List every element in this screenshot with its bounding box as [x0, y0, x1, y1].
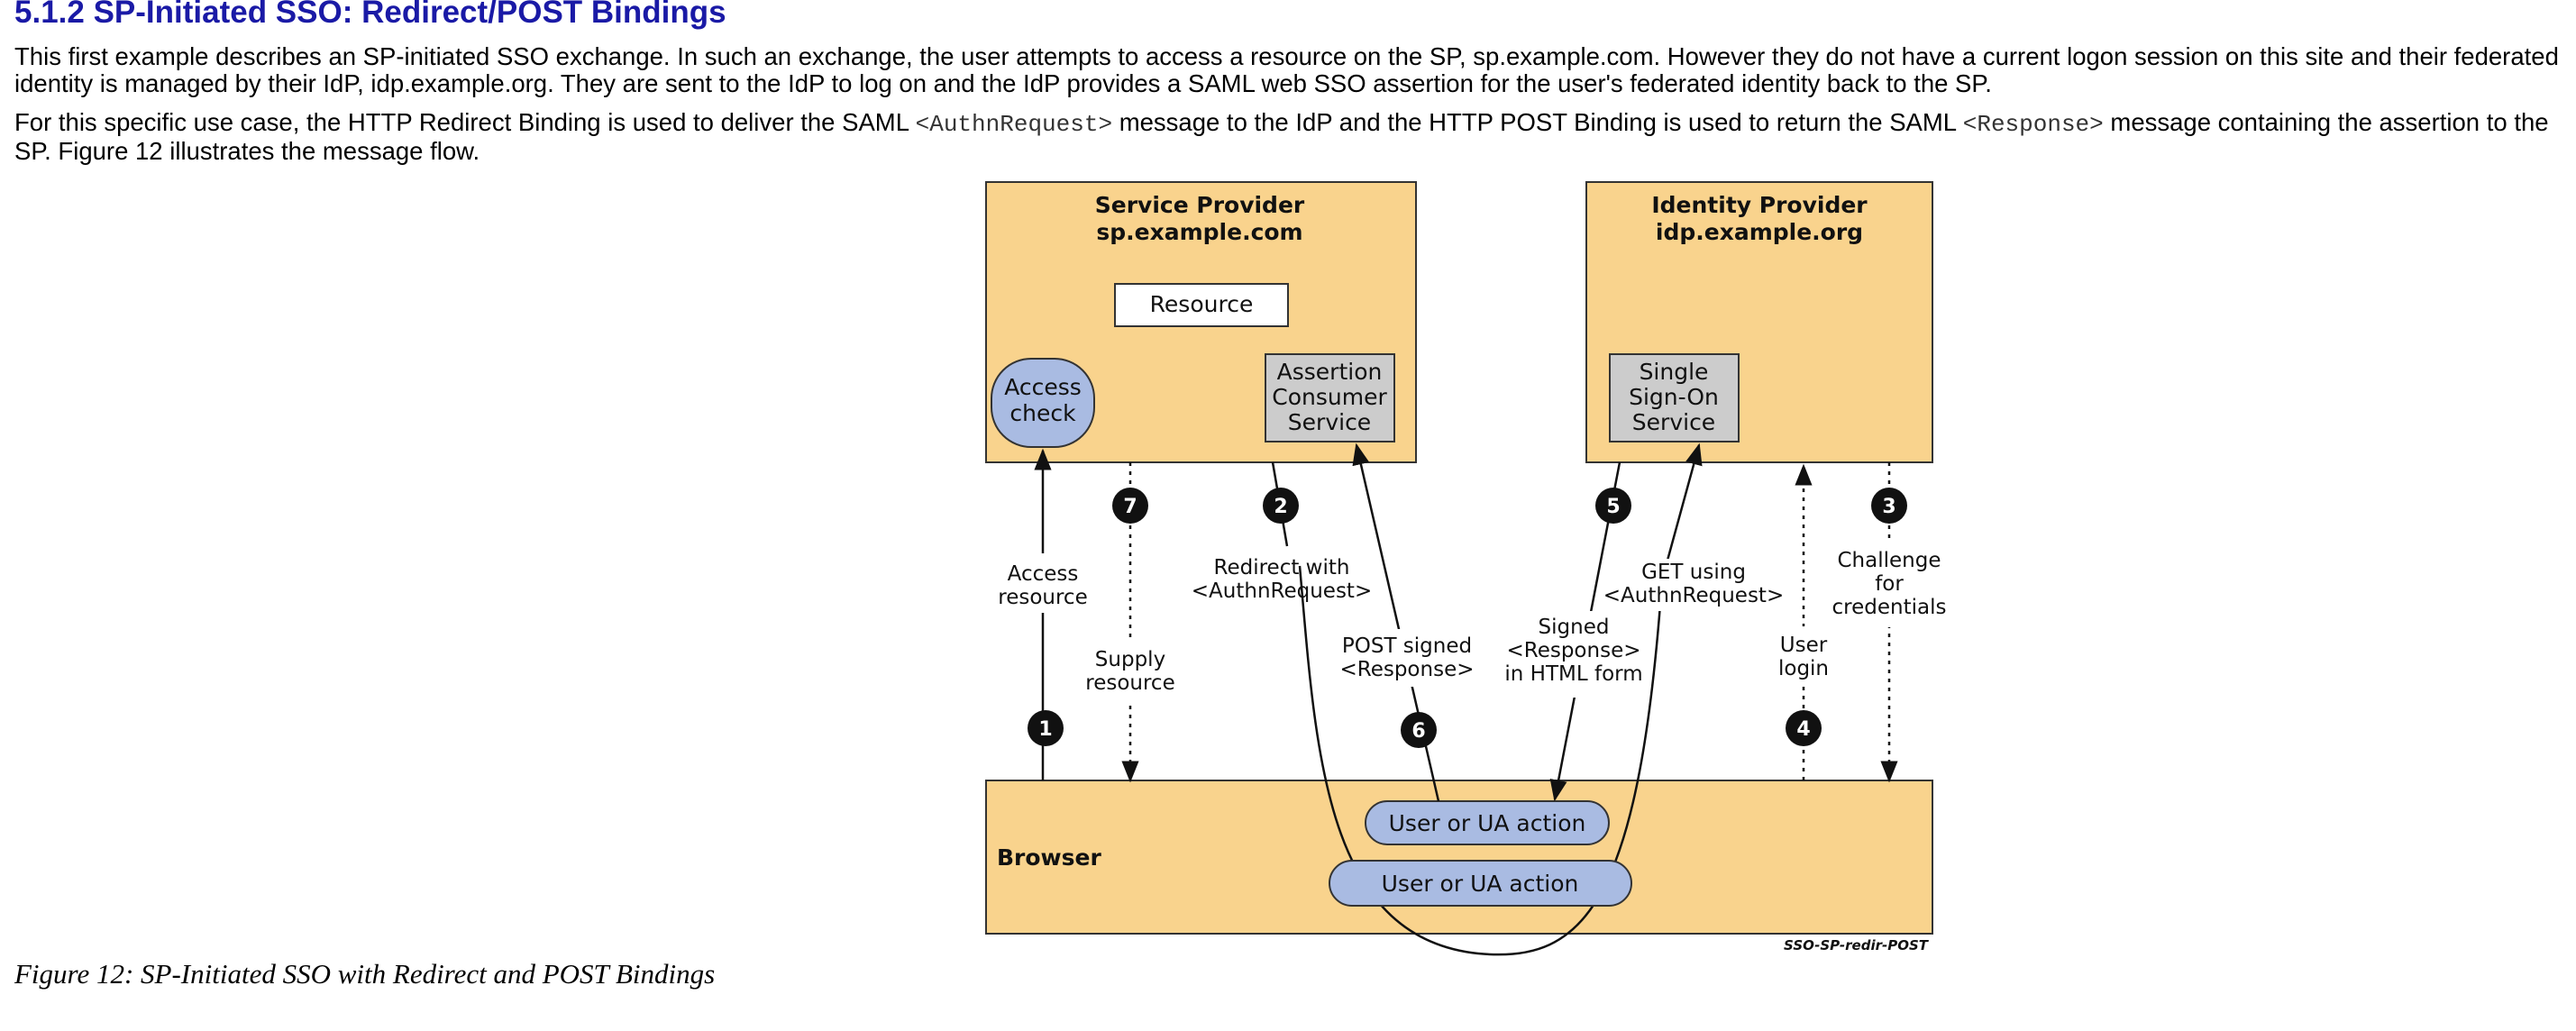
redirect-with-line1: Redirect with: [1214, 556, 1350, 579]
acs-line1: Assertion: [1277, 359, 1383, 385]
signed-response-line1: Signed: [1539, 616, 1610, 639]
label-bg-post: [1334, 629, 1478, 687]
step-5-number: 5: [1606, 496, 1620, 518]
sso-line3: Service: [1632, 409, 1715, 435]
post-signed-line2: <Response>: [1339, 658, 1474, 681]
signed-response-line3: in HTML form: [1504, 662, 1642, 686]
user-login-line2: login: [1778, 657, 1829, 680]
get-using-line2: <AuthnRequest>: [1603, 584, 1784, 607]
sso-line2: Sign-On: [1629, 384, 1719, 410]
step-3-number: 3: [1882, 496, 1895, 518]
access-check-line2: check: [1009, 400, 1076, 426]
post-signed-line1: POST signed: [1342, 634, 1472, 658]
redirect-with-line2: <AuthnRequest>: [1192, 579, 1372, 603]
step-5-badge: [1595, 488, 1631, 524]
diagram-watermark: SSO-SP-redir-POST: [1784, 937, 1930, 953]
browser-label: Browser: [997, 844, 1101, 871]
access-check-oval: [991, 358, 1095, 448]
label-bg-access: [997, 553, 1089, 613]
sp-title: Service Provider: [1095, 192, 1305, 218]
get-using-line1: GET using: [1641, 561, 1746, 584]
supply-resource-line2: resource: [1085, 671, 1174, 695]
idp-host: idp.example.org: [1656, 219, 1863, 245]
challenge-line1: Challenge: [1838, 549, 1941, 572]
signed-response-line2: <Response>: [1506, 639, 1640, 662]
section-heading: 5.1.2 SP-Initiated SSO: Redirect/POST Bi…: [14, 0, 726, 30]
single-sign-on-service-box: [1609, 353, 1740, 443]
step-6-badge: [1401, 712, 1437, 748]
user-ua-action-upper-label: User or UA action: [1389, 810, 1586, 836]
label-bg-supply: [1084, 643, 1177, 702]
step-2-number: 2: [1274, 496, 1287, 518]
post-response-arrow: [1352, 443, 1440, 802]
label-bg-get: [1612, 559, 1750, 611]
sso-line1: Single: [1640, 359, 1709, 385]
paragraph-text-3: message containing the assertion to the …: [14, 108, 2549, 165]
acs-line3: Service: [1288, 409, 1371, 435]
user-login-line1: User: [1780, 634, 1828, 657]
label-bg-user-login: [1769, 626, 1838, 686]
resource-box: [1114, 283, 1289, 327]
step-7-badge: [1112, 488, 1148, 524]
challenge-line3: credentials: [1832, 596, 1947, 619]
step-7-number: 7: [1123, 496, 1137, 518]
figure-caption: Figure 12: SP-Initiated SSO with Redirec…: [14, 958, 716, 990]
get-authnrequest-arrow: [1661, 443, 1703, 578]
intro-paragraph: This first example describes an SP-initi…: [14, 42, 2559, 97]
step-1-number: 1: [1038, 718, 1052, 741]
label-bg-challenge: [1830, 541, 1949, 627]
user-ua-action-lower-label: User or UA action: [1382, 871, 1579, 897]
step-6-number: 6: [1411, 720, 1425, 743]
step-4-badge: [1786, 710, 1822, 746]
idp-title: Identity Provider: [1651, 192, 1868, 218]
authnrequest-code: <AuthnRequest>: [915, 111, 1113, 138]
label-bg-signed: [1506, 611, 1641, 698]
resource-label: Resource: [1150, 291, 1254, 317]
assertion-consumer-service-box: [1265, 353, 1395, 443]
response-code: <Response>: [1962, 111, 2104, 138]
redirect-loop-curve: [1298, 565, 1665, 956]
access-resource-line1: Access: [1008, 562, 1079, 586]
paragraph-text-2: message to the IdP and the HTTP POST Bin…: [1112, 108, 1963, 136]
bindings-paragraph: For this specific use case, the HTTP Red…: [14, 109, 2562, 165]
acs-line2: Consumer: [1272, 384, 1387, 410]
step-2-badge: [1263, 488, 1299, 524]
access-resource-line2: resource: [998, 586, 1087, 609]
access-check-line1: Access: [1004, 374, 1082, 400]
step-3-badge: [1871, 488, 1907, 524]
step-1-badge: [1028, 710, 1064, 746]
challenge-line2: for: [1875, 572, 1904, 596]
user-ua-action-upper: [1365, 800, 1610, 845]
user-ua-action-lower: [1329, 860, 1632, 907]
supply-resource-line1: Supply: [1095, 648, 1165, 671]
step-4-number: 4: [1796, 718, 1810, 741]
sp-host: sp.example.com: [1096, 219, 1302, 245]
paragraph-text-1: For this specific use case, the HTTP Red…: [14, 108, 916, 136]
